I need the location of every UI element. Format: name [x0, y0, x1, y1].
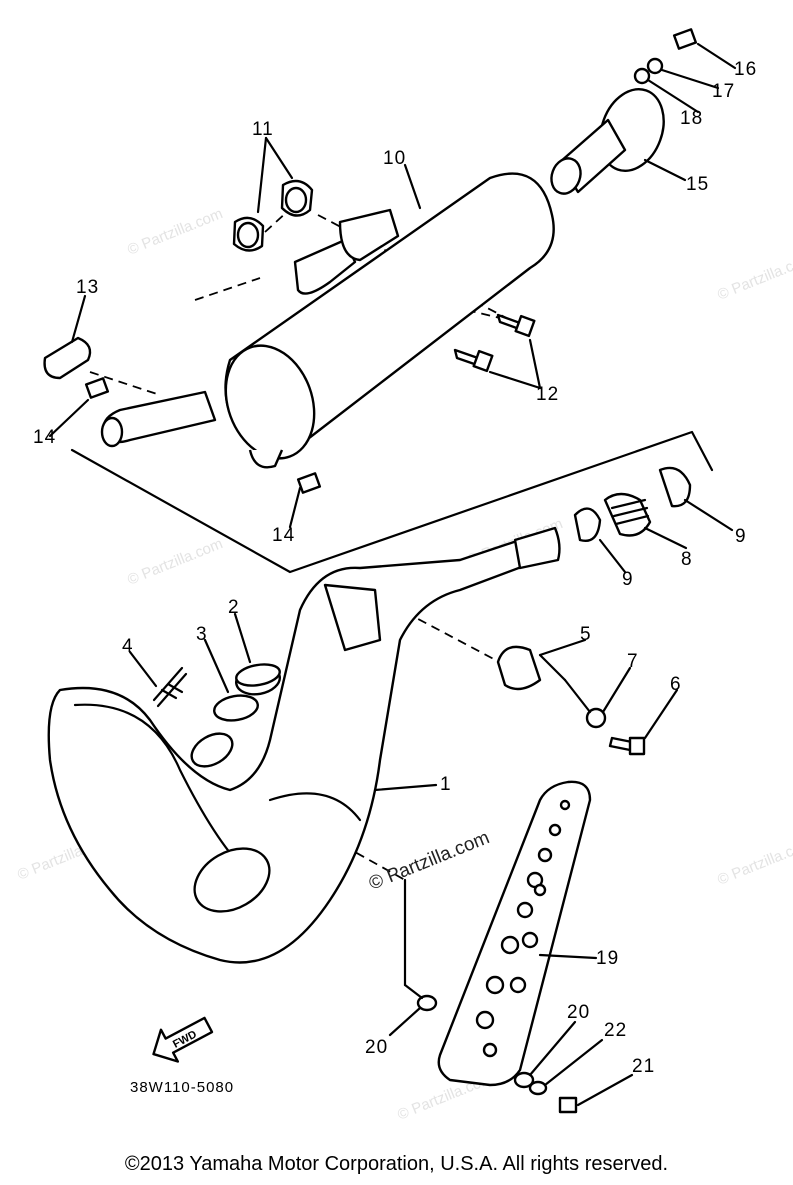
copyright-notice: ©2013 Yamaha Motor Corporation, U.S.A. A…	[124, 1153, 669, 1175]
callout-3: 3	[196, 624, 208, 645]
callout-9b: 9	[735, 526, 747, 547]
silencer	[550, 28, 698, 195]
assembly-frame	[70, 430, 714, 574]
exhaust-pipe	[47, 526, 561, 964]
callout-1: 1	[440, 774, 452, 795]
callout-13: 13	[76, 277, 99, 298]
callout-20b: 20	[365, 1037, 388, 1058]
callout-2: 2	[228, 597, 240, 618]
guard-plate	[437, 780, 592, 1087]
callout-9: 9	[622, 569, 634, 590]
callout-22: 22	[604, 1020, 627, 1041]
callout-21: 21	[632, 1056, 655, 1077]
joint-parts	[496, 466, 692, 756]
gaskets-and-spring	[152, 663, 282, 722]
callout-6: 6	[670, 674, 682, 695]
watermark: © Partzilla.com	[715, 835, 793, 889]
watermark: © Partzilla.com	[125, 535, 225, 589]
callout-8: 8	[681, 549, 693, 570]
callout-18: 18	[680, 108, 703, 129]
lower-hardware	[416, 994, 578, 1114]
partzilla-watermark: © Partzilla.com	[366, 827, 493, 894]
callout-14: 14	[33, 427, 56, 448]
callout-10: 10	[383, 148, 406, 169]
callout-20: 20	[567, 1002, 590, 1023]
fwd-arrow: FWD	[152, 1016, 214, 1063]
bracket	[43, 336, 92, 380]
callout-5: 5	[580, 624, 592, 645]
callout-4: 4	[122, 636, 134, 657]
drawing-code: 38W110-5080	[130, 1079, 234, 1096]
callout-7: 7	[627, 651, 639, 672]
callout-11: 11	[252, 119, 274, 140]
callout-labels: 1 2 3 4 5 6 7 8 9 9 10 11 12 13 14 14 15…	[33, 59, 757, 1077]
bolts	[84, 313, 536, 494]
grommets	[232, 179, 314, 252]
callout-19: 19	[596, 948, 619, 969]
callout-14b: 14	[272, 525, 295, 546]
callout-12: 12	[536, 384, 559, 405]
callout-16: 16	[734, 59, 757, 80]
watermark: © Partzilla.com	[125, 205, 225, 259]
callout-15: 15	[686, 174, 709, 195]
leader-lines	[48, 42, 737, 1107]
muffler	[100, 172, 555, 469]
watermark: © Partzilla.com	[715, 250, 793, 304]
callout-17: 17	[712, 81, 735, 102]
